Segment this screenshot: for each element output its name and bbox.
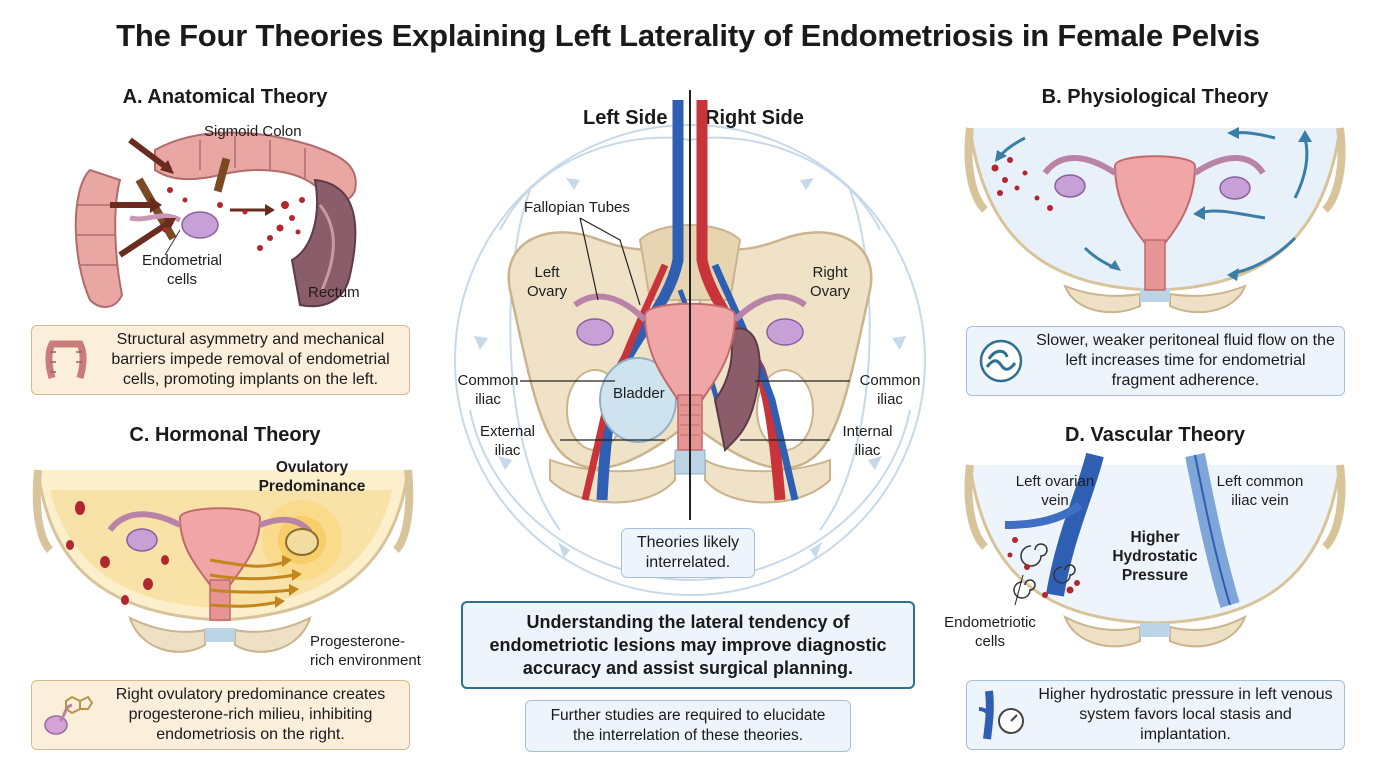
key-message-box: Understanding the lateral tendency of en… xyxy=(461,601,915,689)
right-ovary-label: Right Ovary xyxy=(809,264,850,300)
left-ovarian-vein-label: Left ovarian vein xyxy=(1015,473,1095,509)
further-studies-note: Further studies are required to elucidat… xyxy=(525,700,851,752)
sigmoid-colon-label: Sigmoid Colon xyxy=(204,123,302,140)
common-iliac-right-label: Common iliac xyxy=(859,372,921,408)
vein-pressure-gauge-icon xyxy=(978,690,1024,740)
endometriotic-cells-label: Endometriotic cells xyxy=(944,614,1036,650)
bladder-label: Bladder xyxy=(613,385,665,402)
physiological-title: B. Physiological Theory xyxy=(1041,86,1269,108)
physiological-illustration xyxy=(964,127,1346,314)
fallopian-tubes-label: Fallopian Tubes xyxy=(524,199,630,216)
left-ovary-label: Left Ovary xyxy=(526,264,567,300)
anatomical-summary: Structural asymmetry and mechanical barr… xyxy=(31,325,410,395)
pelvis-illustration xyxy=(507,90,873,520)
hydrostatic-pressure-label: Higher Hydrostatic Pressure xyxy=(1112,529,1198,584)
left-common-iliac-vein-label: Left common iliac vein xyxy=(1216,473,1304,509)
page-title: The Four Theories Explaining Left Latera… xyxy=(116,18,1260,53)
internal-iliac-label: Internal iliac xyxy=(842,423,893,459)
right-side-heading: Right Side xyxy=(705,107,804,129)
hormone-molecule-icon xyxy=(44,695,94,735)
endometrial-cells-label: Endometrial cells xyxy=(141,252,223,288)
hormonal-illustration xyxy=(32,469,414,653)
vascular-summary: Higher hydrostatic pressure in left veno… xyxy=(966,680,1345,750)
rectum-label: Rectum xyxy=(308,284,360,301)
wave-icon xyxy=(979,339,1023,383)
interrelated-note: Theories likely interrelated. xyxy=(621,528,755,578)
physiological-summary: Slower, weaker peritoneal fluid flow on … xyxy=(966,326,1345,396)
colon-icon xyxy=(45,340,87,379)
hormonal-title: C. Hormonal Theory xyxy=(129,424,321,446)
anatomical-title: A. Anatomical Theory xyxy=(122,86,328,108)
left-side-heading: Left Side xyxy=(583,107,668,129)
vascular-title: D. Vascular Theory xyxy=(1064,424,1246,446)
anatomical-illustration xyxy=(74,131,357,308)
common-iliac-left-label: Common iliac xyxy=(457,372,519,408)
progesterone-label: Progesterone- rich environment xyxy=(310,633,421,669)
vascular-illustration xyxy=(964,452,1346,648)
external-iliac-label: External iliac xyxy=(479,423,536,459)
ovulatory-predominance-label: Ovulatory Predominance xyxy=(258,459,366,495)
hormonal-summary: Right ovulatory predominance creates pro… xyxy=(31,680,410,750)
